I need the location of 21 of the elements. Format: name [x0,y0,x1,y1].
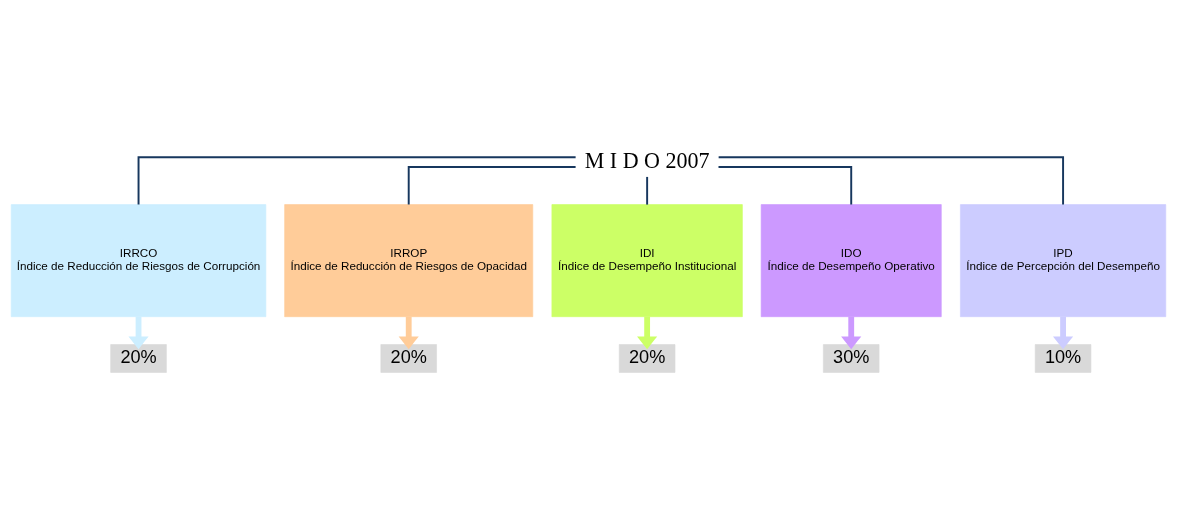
node-box: 20% [110,343,167,373]
connector [717,155,1065,205]
node-box: IRRCO Índice de Reducción de Riesgos de Corrupción [10,203,267,317]
node-box: 10% [1034,343,1092,373]
connector [407,165,577,206]
node-box: 20% [618,343,676,373]
node-box: IPD Índice de Percepción del Desempeño [960,203,1167,317]
node-text: M I D O 2007 [584,147,710,173]
arrow [128,316,149,349]
connector [717,165,853,206]
connector [646,175,649,206]
node-box: IDO Índice de Desempeño Operativo [760,203,942,317]
node-box: IDI Índice de Desempeño Institucional [551,203,743,317]
node-box: 30% [823,343,880,373]
arrow [841,316,862,349]
node-box: IRROP Índice de Reducción de Riesgos de Opacidad [284,203,534,317]
node-box: 20% [380,343,437,373]
arrow [1053,316,1074,349]
arrow [398,316,419,349]
arrow [637,316,658,349]
connector [137,155,577,205]
